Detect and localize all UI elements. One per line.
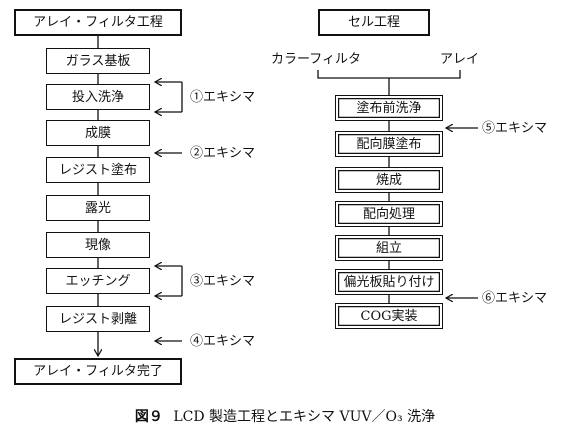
step-baking: 焼成 xyxy=(335,167,443,193)
excimer-label-6: ⑥エキシマ xyxy=(482,291,548,306)
step-resist-stripping: レジスト剥離 xyxy=(46,306,150,332)
step-development: 現像 xyxy=(46,232,150,258)
step-glass-substrate: ガラス基板 xyxy=(46,48,150,74)
excimer-label-2: ②エキシマ xyxy=(190,146,256,161)
array-filter-title: アレイ・フィルタ工程 xyxy=(33,15,163,30)
input-color-filter: カラーフィルタ xyxy=(271,52,361,67)
excimer-label-1: ①エキシマ xyxy=(190,90,256,105)
excimer-label-4: ④エキシマ xyxy=(190,334,256,349)
array-filter-complete-box: アレイ・フィルタ完了 xyxy=(14,358,182,385)
cell-process-title: セル工程 xyxy=(347,15,400,30)
excimer-connectors-left xyxy=(155,82,183,341)
figure-caption: 図９ LCD 製造工程とエキシマ VUV／O₃ 洗浄 xyxy=(0,406,570,426)
step-alignment-treatment: 配向処理 xyxy=(335,201,443,227)
excimer-label-5: ⑤エキシマ xyxy=(482,121,548,136)
step-polarizer-attachment: 偏光板貼り付け xyxy=(335,269,443,295)
step-input-cleaning: 投入洗浄 xyxy=(46,84,150,110)
array-filter-title-box: アレイ・フィルタ工程 xyxy=(14,9,182,36)
figure-caption-text: LCD 製造工程とエキシマ VUV／O₃ 洗浄 xyxy=(173,409,436,425)
step-etching: エッチング xyxy=(46,268,150,294)
figure-number: 図９ xyxy=(134,409,163,425)
cell-input-merge xyxy=(317,70,461,95)
step-film-deposition: 成膜 xyxy=(46,120,150,146)
step-alignment-film-coating: 配向膜塗布 xyxy=(335,131,443,157)
step-resist-coating: レジスト塗布 xyxy=(46,157,150,183)
step-pre-coat-cleaning: 塗布前洗浄 xyxy=(335,95,443,121)
step-exposure: 露光 xyxy=(46,195,150,221)
excimer-label-3: ③エキシマ xyxy=(190,274,256,289)
cell-process-title-box: セル工程 xyxy=(318,9,430,36)
step-cog-mounting: COG実装 xyxy=(335,303,443,329)
excimer-connectors-right xyxy=(446,128,478,298)
input-array: アレイ xyxy=(440,52,480,67)
array-filter-complete-label: アレイ・フィルタ完了 xyxy=(33,364,163,379)
step-assembly: 組立 xyxy=(335,235,443,261)
